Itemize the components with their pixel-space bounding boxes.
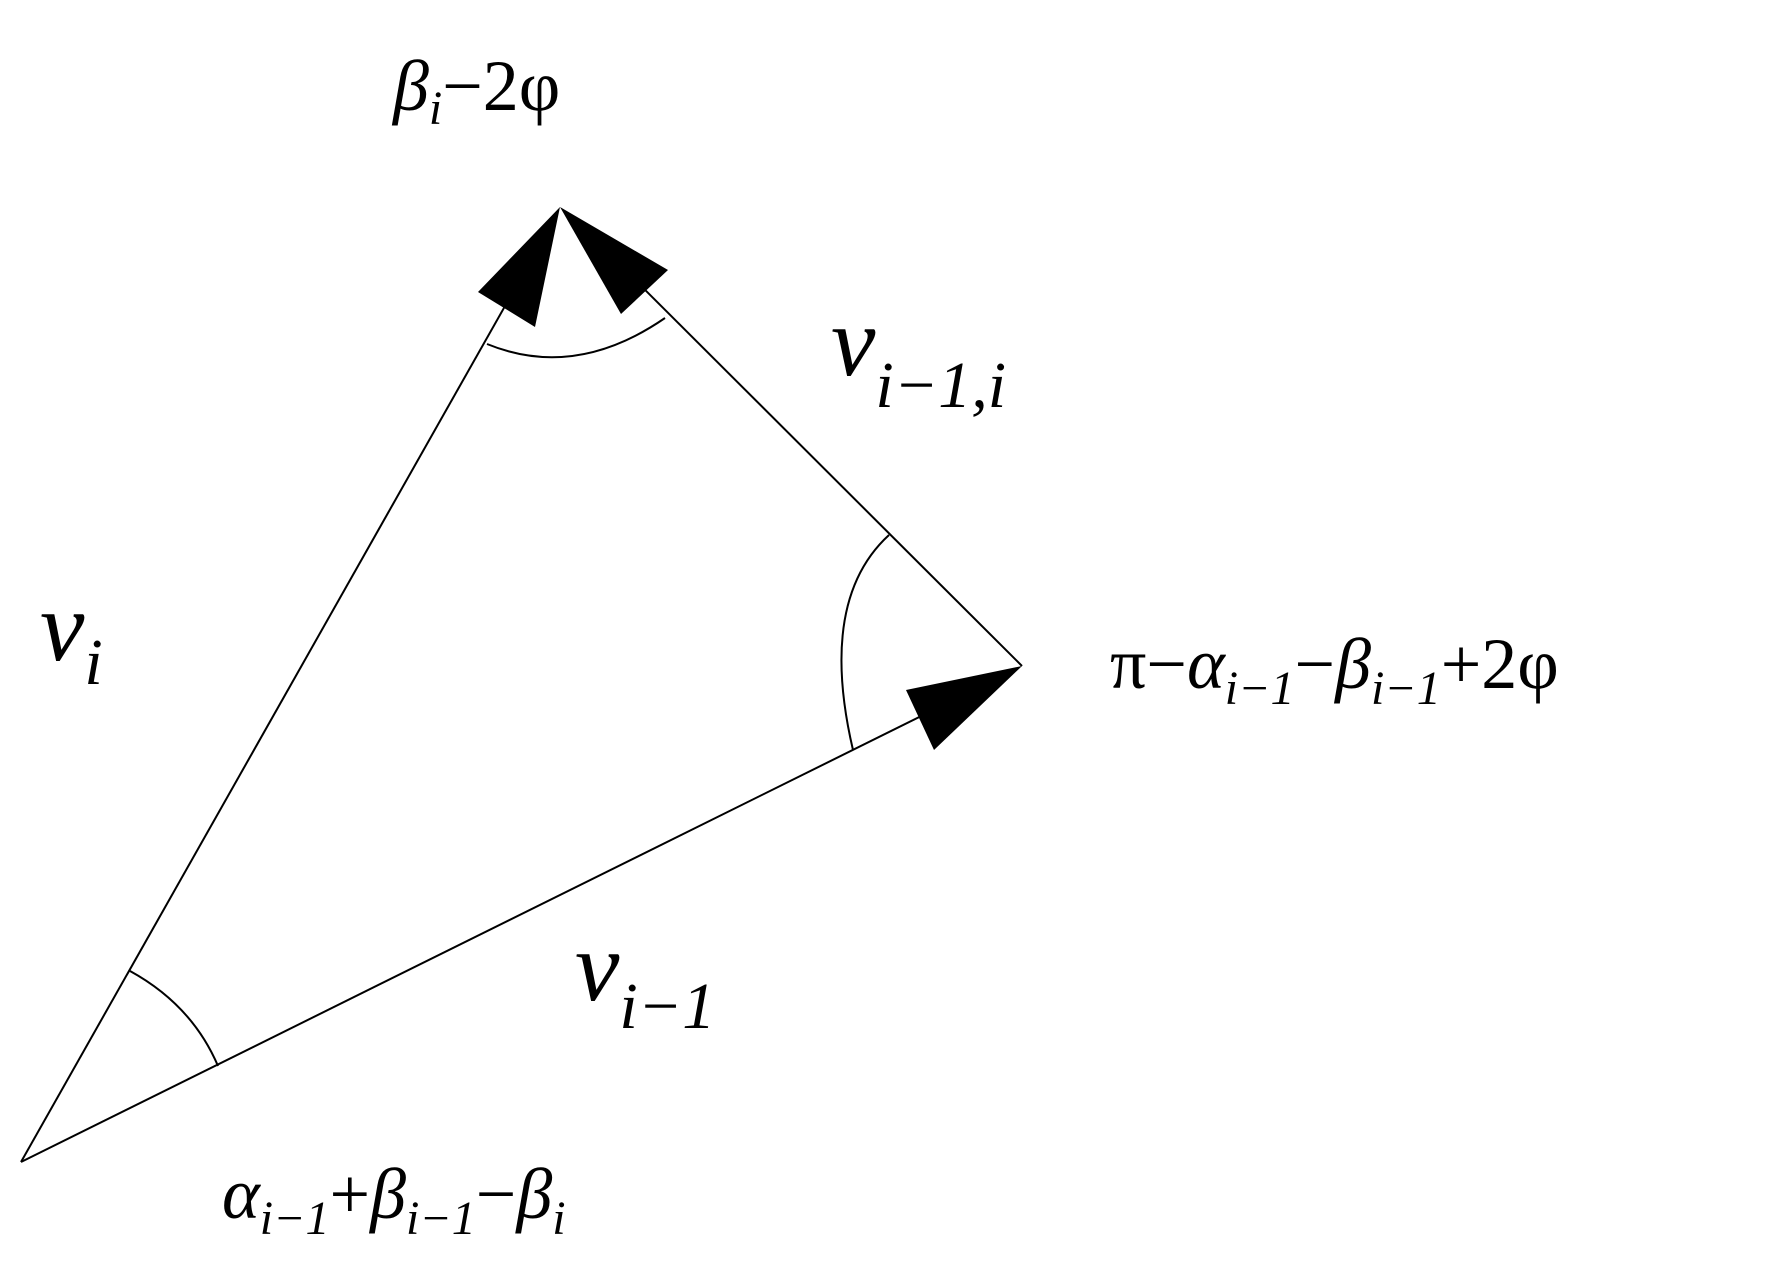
apex-angle-arc: [486, 317, 666, 359]
v-i-minus-1-label: vi−1: [575, 911, 715, 1043]
right-angle-label: π−αi−1−βi−1+2φ: [1110, 624, 1559, 715]
apex-angle-label: βi−2φ: [391, 46, 560, 135]
edge-v-i-minus-1: [20, 681, 991, 1163]
v-i-minus-1-i-label: vi−1,i: [831, 286, 1006, 422]
right-angle-arc: [840, 534, 890, 751]
v-i-label: vi: [40, 571, 103, 699]
edge-v-i-minus-1-i: [584, 229, 1023, 667]
arrowhead-v-i-minus-1-i-icon: [560, 207, 668, 314]
origin-angle-arc: [129, 970, 219, 1067]
arrowhead-v-i-minus-1-icon: [906, 666, 1022, 750]
origin-angle-label: αi−1+βi−1−βi: [222, 1154, 566, 1245]
arrowhead-v-i-icon: [478, 207, 560, 327]
edge-v-i: [20, 229, 549, 1163]
